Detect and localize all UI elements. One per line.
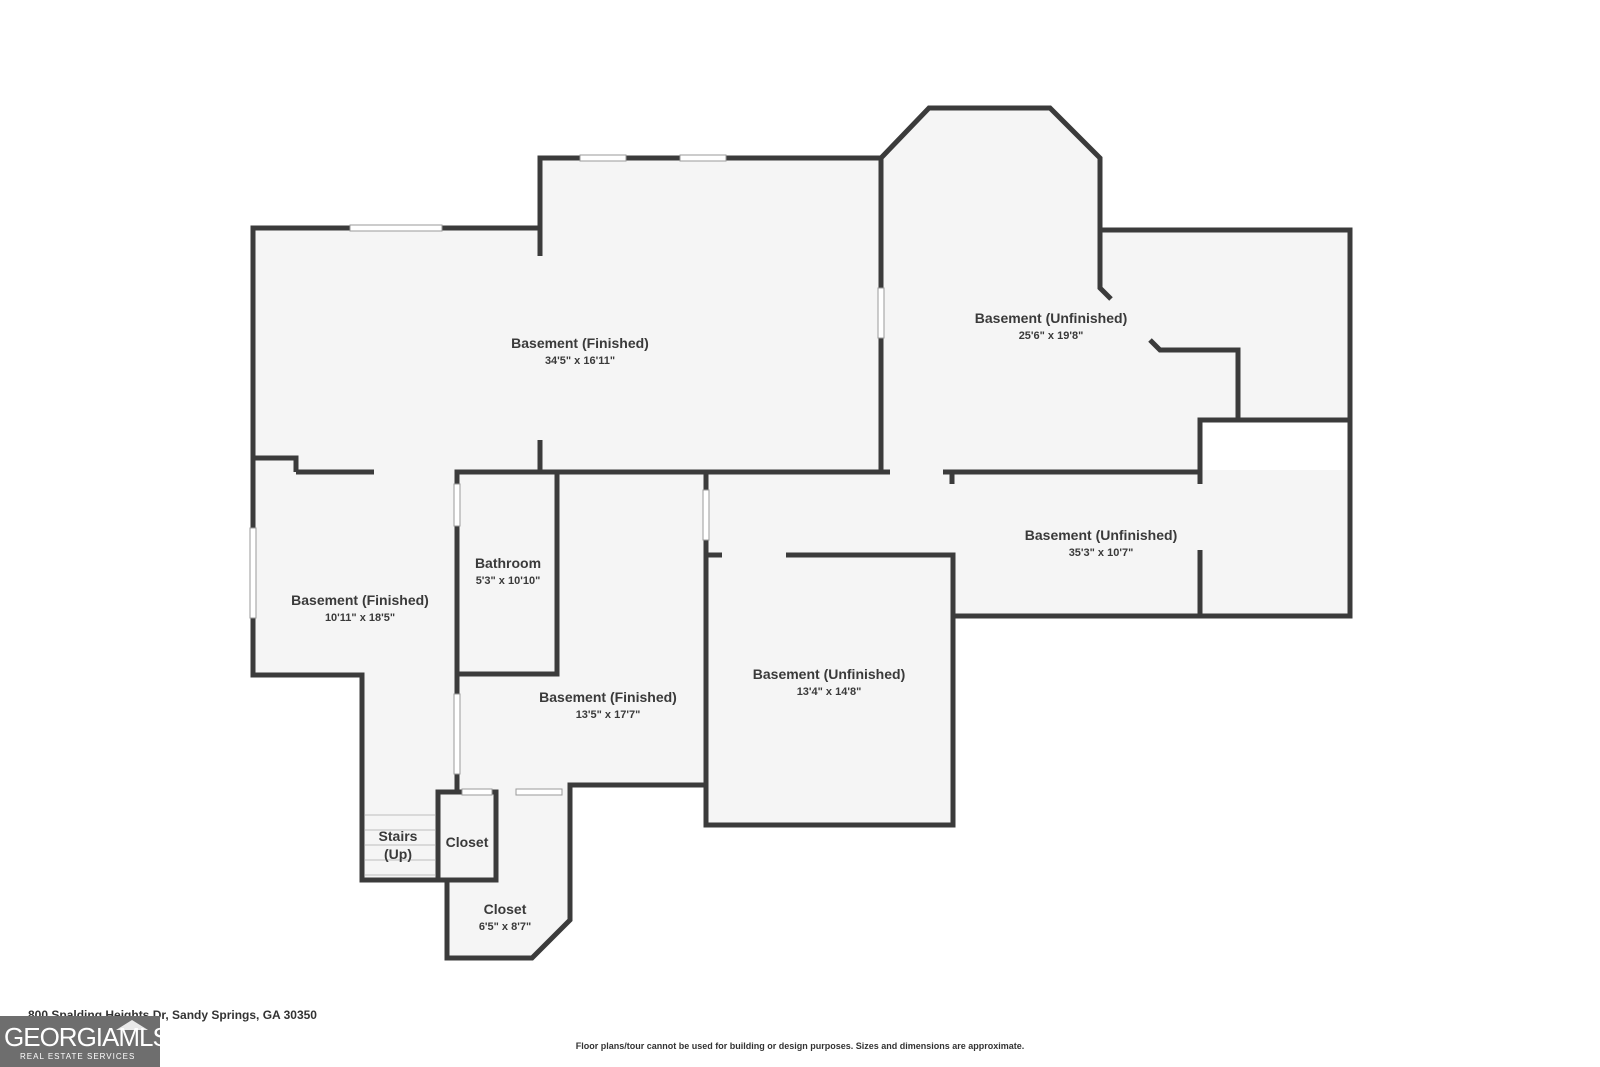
room-name: Bathroom [475,555,541,571]
room-name: Closet [446,834,489,850]
room-name: Basement (Finished) [511,335,649,351]
room-dims: 13'5" x 17'7" [576,709,641,721]
room-name: Basement (Unfinished) [753,666,905,682]
logo-main-text: GEORGIAMLS [4,1022,170,1052]
stairs-label: Stairs [379,828,418,844]
room-name: Basement (Unfinished) [1025,527,1177,543]
stairs-direction: (Up) [384,846,412,862]
room-name: Basement (Finished) [539,689,677,705]
room-dims: 35'3" x 10'7" [1069,547,1134,559]
stairs-treads [365,814,435,876]
room-dims: 6'5" x 8'7" [479,921,531,933]
disclaimer: Floor plans/tour cannot be used for buil… [575,1041,1025,1051]
georgiamls-logo: GEORGIAMLS REAL ESTATE SERVICES [0,1016,170,1067]
room-labels: Basement (Finished) 34'5" x 16'11" Basem… [291,310,1177,933]
roof-icon [116,1020,148,1030]
room-name: Basement (Finished) [291,592,429,608]
room-name: Closet [484,901,527,917]
windows [249,154,885,796]
room-dims: 5'3" x 10'10" [476,575,541,587]
logo-sub-text: REAL ESTATE SERVICES [20,1052,136,1061]
room-dims: 25'6" x 19'8" [1019,330,1084,342]
room-dims: 10'11" x 18'5" [325,612,395,624]
room-dims: 34'5" x 16'11" [545,355,615,367]
room-dims: 13'4" x 14'8" [797,686,862,698]
room-name: Basement (Unfinished) [975,310,1127,326]
